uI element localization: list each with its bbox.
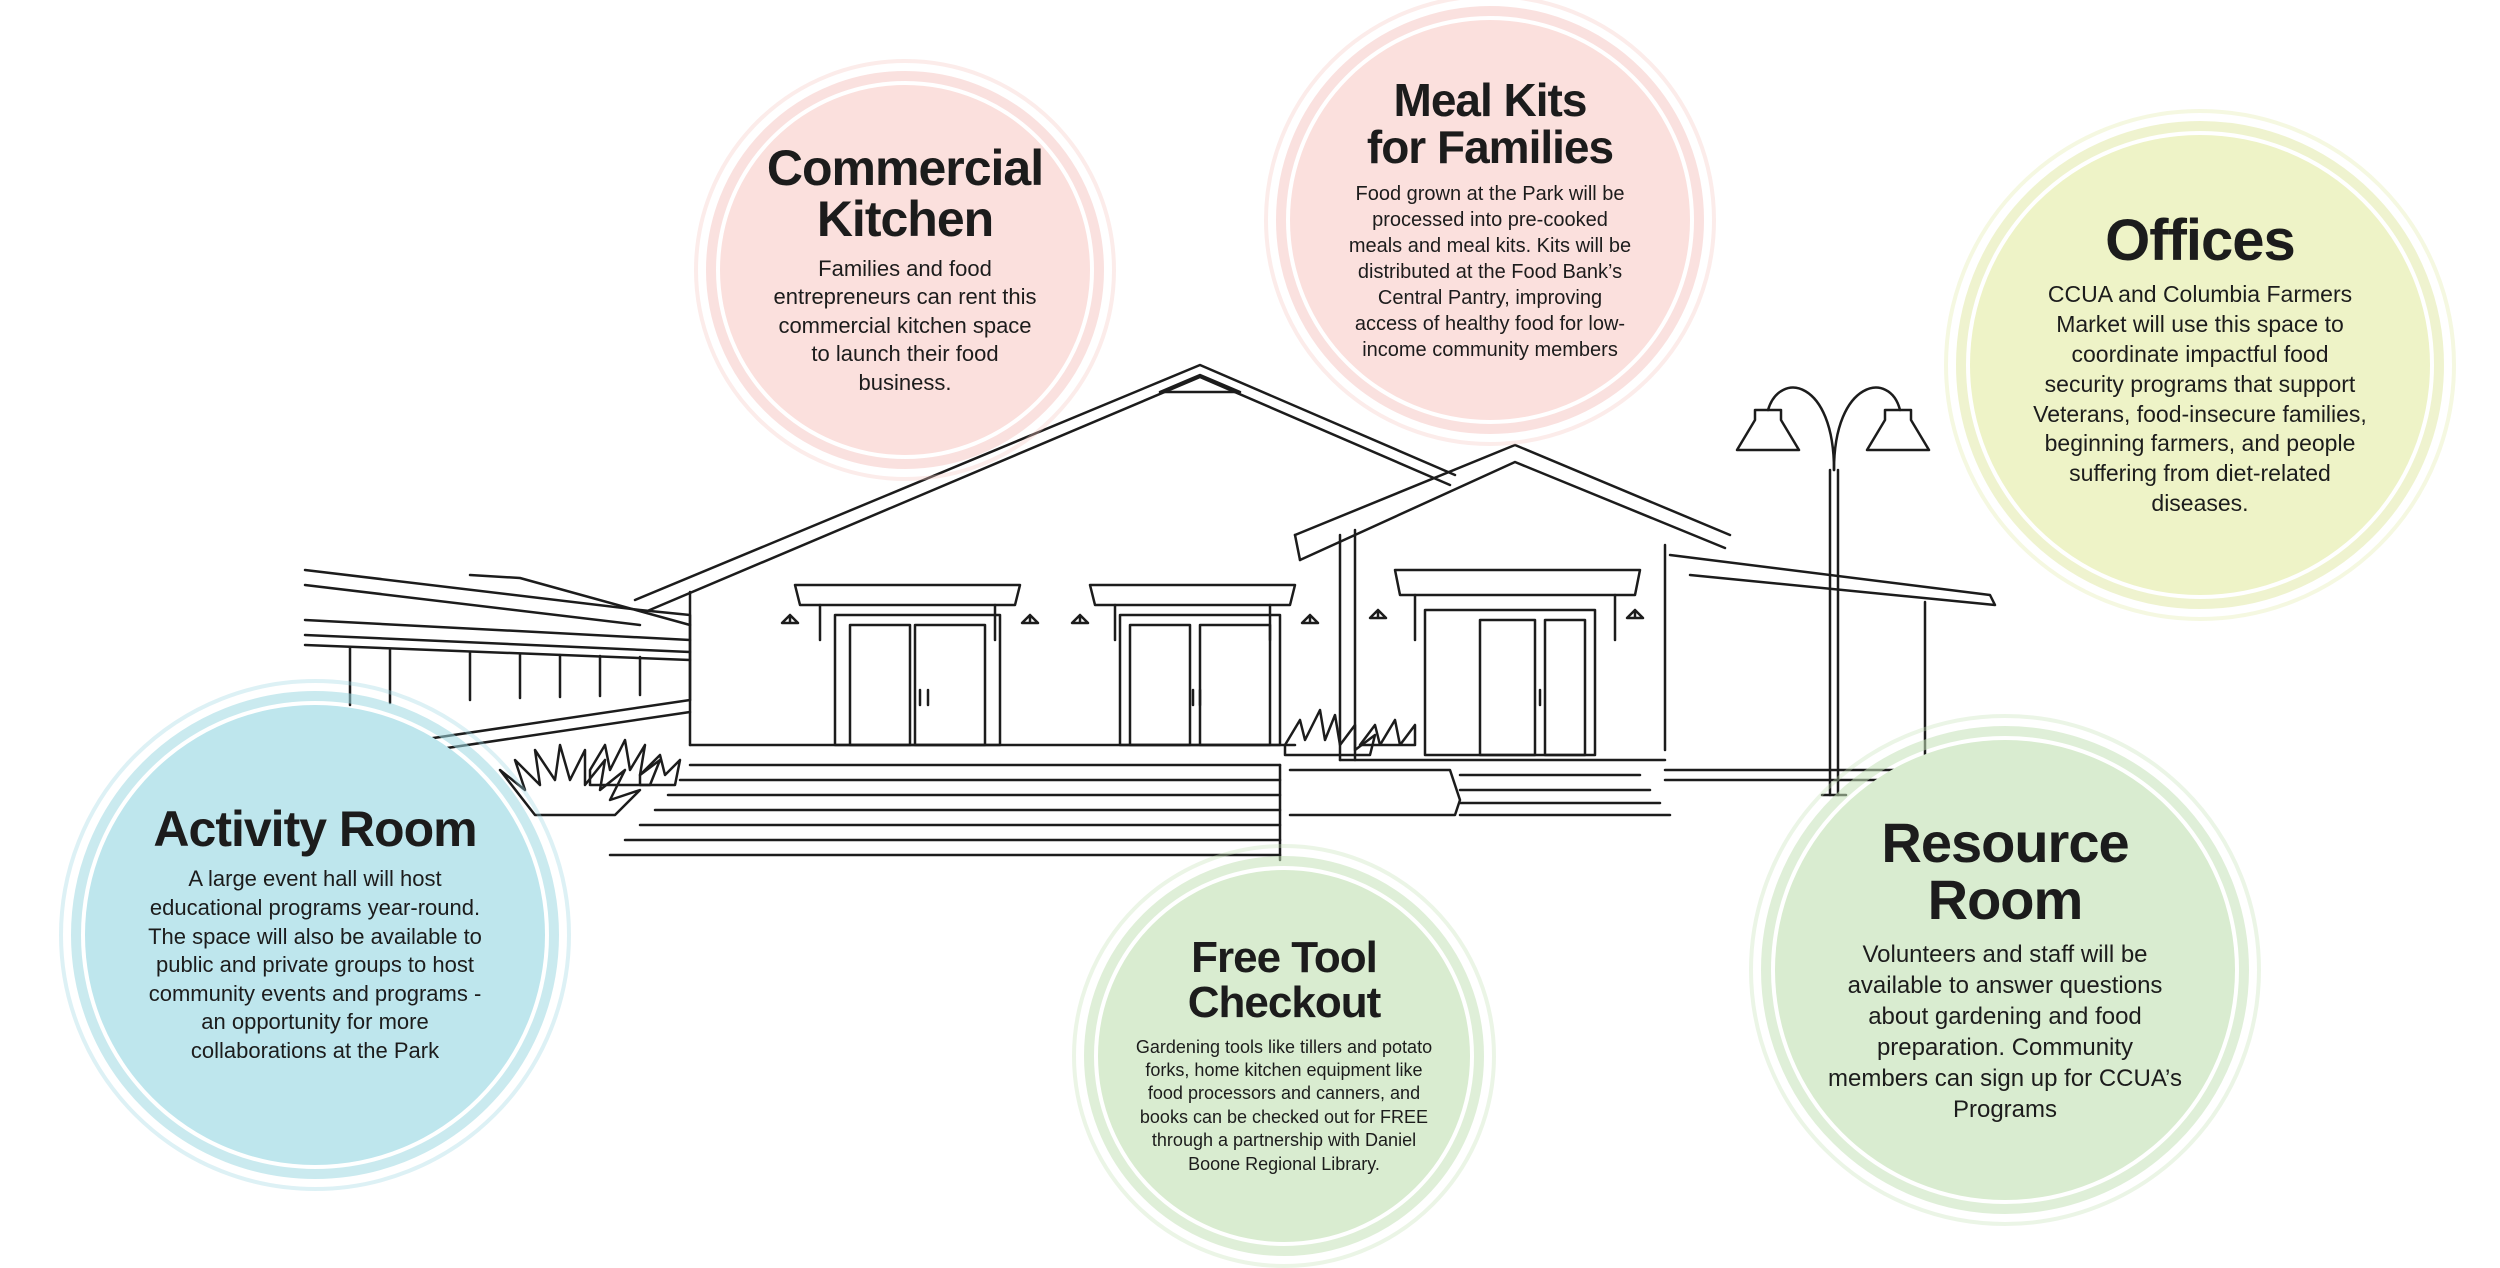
activity-room-callout: Activity Room A large event hall will ho… xyxy=(59,679,571,1191)
shrubs-left xyxy=(498,738,682,817)
title-line-1: Free Tool xyxy=(1191,932,1378,982)
main-gable xyxy=(633,363,1457,747)
door-1 xyxy=(793,583,1022,747)
meal-kits-callout: Meal Kits for Families Food grown at the… xyxy=(1264,0,1716,446)
resource-room-title: Resource Room xyxy=(1881,811,2129,932)
door-3 xyxy=(1393,568,1642,757)
door-2 xyxy=(1088,583,1297,747)
activity-room-description: A large event hall will host educational… xyxy=(148,866,482,1063)
wall-lights xyxy=(780,608,1645,625)
title-line-2: Checkout xyxy=(1187,977,1381,1027)
title-line-1: Meal Kits xyxy=(1393,74,1588,127)
commercial-kitchen-callout: Commercial Kitchen Families and food ent… xyxy=(694,59,1116,481)
lamp-post xyxy=(1735,386,1931,797)
title-line-2: for Families xyxy=(1366,121,1614,173)
offices-description: CCUA and Columbia Farmers Market will us… xyxy=(2033,281,2367,517)
free-tool-checkout-description: Gardening tools like tillers and potato … xyxy=(1135,1036,1433,1174)
title-line-2: Room xyxy=(1927,868,2084,932)
title-line-2: Kitchen xyxy=(816,190,994,247)
meal-kits-description: Food grown at the Park will be processed… xyxy=(1348,182,1632,361)
free-tool-checkout-title: Free Tool Checkout xyxy=(1187,932,1381,1027)
front-steps xyxy=(608,763,1672,862)
meal-kits-title: Meal Kits for Families xyxy=(1366,74,1614,173)
title-line-1: Resource xyxy=(1881,811,2129,875)
free-tool-checkout-callout: Free Tool Checkout Gardening tools like … xyxy=(1072,844,1496,1268)
commercial-kitchen-title: Commercial Kitchen xyxy=(766,139,1044,247)
activity-room-title: Activity Room xyxy=(153,801,477,858)
title-line-1: Commercial xyxy=(766,139,1044,196)
shrubs-right xyxy=(1283,708,1417,757)
commercial-kitchen-description: Families and food entrepreneurs can rent… xyxy=(773,255,1037,395)
offices-callout: Offices CCUA and Columbia Farmers Market… xyxy=(1944,109,2456,621)
right-gable xyxy=(1293,443,2112,782)
offices-title: Offices xyxy=(2105,207,2296,273)
resource-room-description: Volunteers and staff will be available t… xyxy=(1828,940,2182,1124)
resource-room-callout: Resource Room Volunteers and staff will … xyxy=(1749,714,2261,1226)
